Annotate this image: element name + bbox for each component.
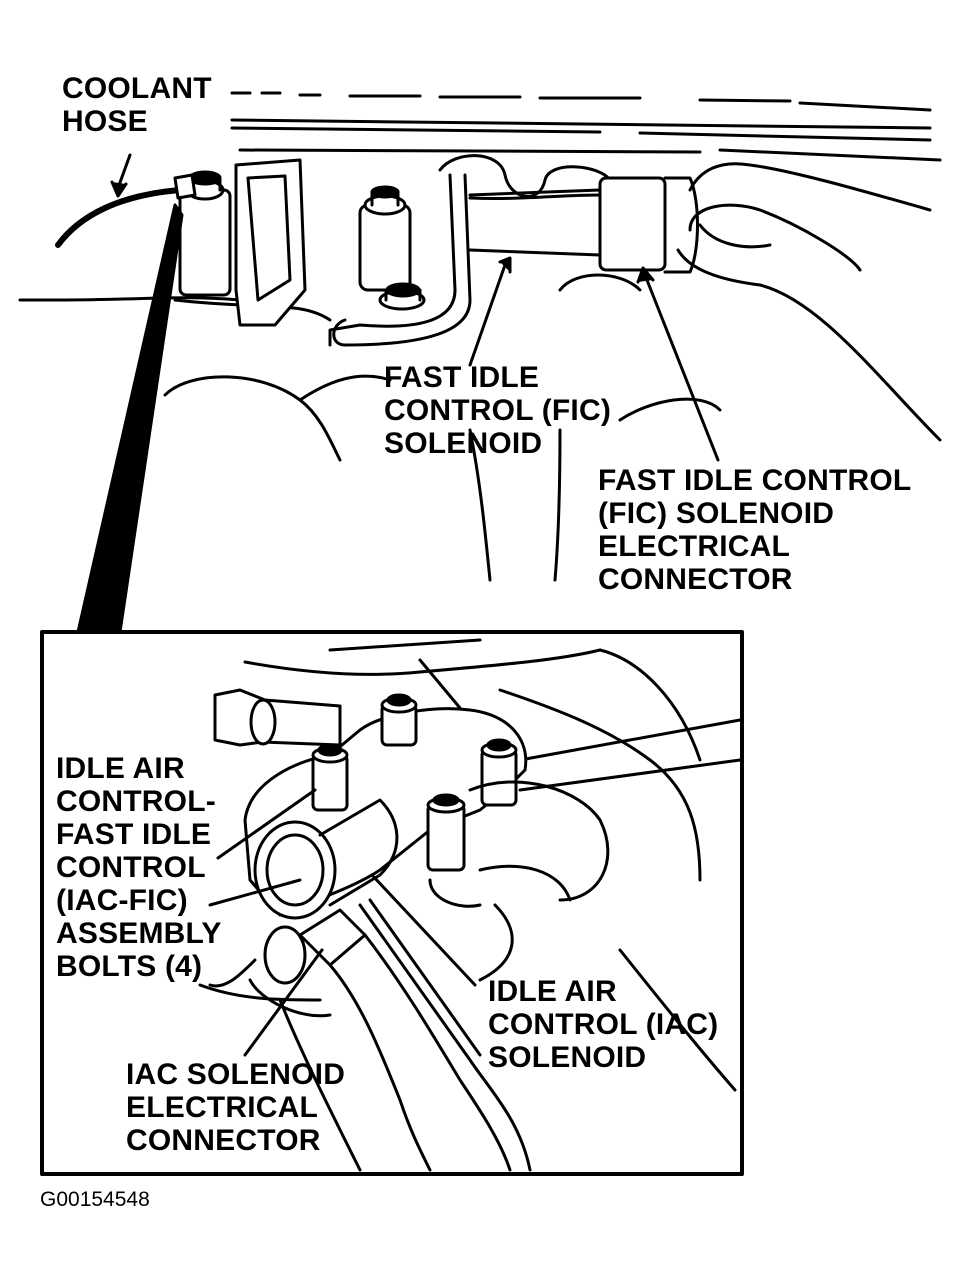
leader-lines: [110, 153, 720, 1057]
iac-fic-bolts-label-line-1: IDLE AIR: [56, 752, 185, 785]
iac-fic-bolts-label-line-3: FAST IDLE: [56, 818, 212, 851]
fic-connector-label-line-3: ELECTRICAL: [598, 530, 790, 563]
inset-frame: [40, 630, 744, 1176]
iac-solenoid-label-line-2: CONTROL (IAC): [488, 1008, 719, 1041]
fic-solenoid-label: FAST IDLE CONTROL (FIC) SOLENOID: [384, 361, 611, 460]
iac-fic-bolts-label-line-6: ASSEMBLY: [56, 917, 222, 950]
iac-fic-bolts-label-line-7: BOLTS (4): [56, 950, 203, 983]
fic-connector-label-line-1: FAST IDLE CONTROL: [598, 464, 912, 497]
figure-id: G00154548: [40, 1188, 150, 1211]
coolant-hose-label: COOLANT HOSE: [62, 72, 212, 138]
iac-connector-label: IAC SOLENOID ELECTRICAL CONNECTOR: [126, 1058, 345, 1157]
fic-connector-label-line-2: (FIC) SOLENOID: [598, 497, 835, 530]
iac-solenoid-label: IDLE AIR CONTROL (IAC) SOLENOID: [488, 975, 718, 1074]
coolant-hose-label-line-1: COOLANT: [62, 72, 212, 105]
fic-connector-label: FAST IDLE CONTROL (FIC) SOLENOID ELECTRI…: [598, 464, 911, 596]
iac-fic-bolts-label: IDLE AIR CONTROL- FAST IDLE CONTROL (IAC…: [56, 752, 222, 983]
iac-connector-label-line-2: ELECTRICAL: [126, 1091, 318, 1124]
callout-wedge: [76, 203, 184, 634]
fic-solenoid-label-line-2: CONTROL (FIC): [384, 394, 612, 427]
iac-solenoid-label-line-1: IDLE AIR: [488, 975, 617, 1008]
fic-solenoid-label-line-3: SOLENOID: [384, 427, 543, 460]
iac-fic-bolts-label-line-5: (IAC-FIC): [56, 884, 188, 917]
iac-solenoid-label-line-3: SOLENOID: [488, 1041, 647, 1074]
fic-solenoid-label-line-1: FAST IDLE: [384, 361, 540, 394]
iac-connector-label-line-1: IAC SOLENOID: [126, 1058, 346, 1091]
iac-fic-bolts-label-line-4: CONTROL: [56, 851, 206, 884]
inset-iac-fic-assembly: [198, 638, 742, 1172]
upper-engine-view: [18, 91, 942, 582]
fic-connector-label-line-4: CONNECTOR: [598, 563, 793, 596]
iac-fic-bolts-label-line-2: CONTROL-: [56, 785, 216, 818]
iac-connector-label-line-3: CONNECTOR: [126, 1124, 321, 1157]
coolant-hose-label-line-2: HOSE: [62, 105, 148, 138]
